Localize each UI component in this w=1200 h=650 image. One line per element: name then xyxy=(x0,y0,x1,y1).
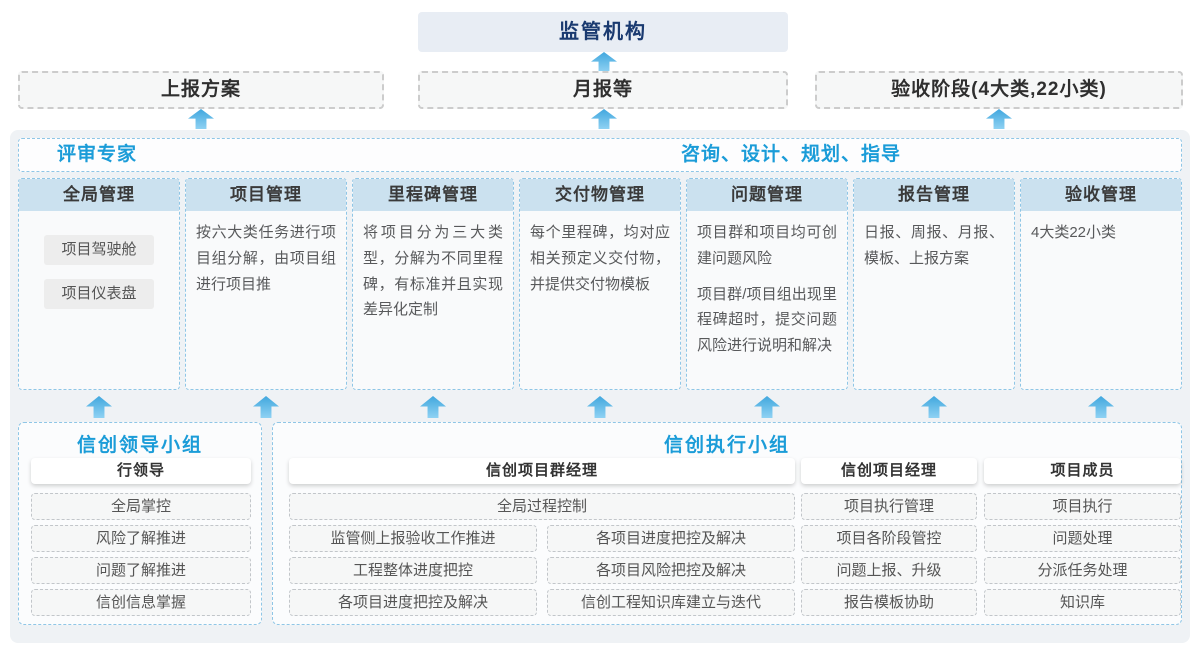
arrow-up-icon xyxy=(921,396,947,418)
arrow-up-icon xyxy=(420,396,446,418)
column-project-mgmt: 项目管理 按六大类任务进行项目组分解，由项目组进行项目推 xyxy=(185,178,347,390)
column-title: 报告管理 xyxy=(854,179,1014,211)
report-box-plan: 上报方案 xyxy=(18,71,384,109)
program-manager-subgroup: 信创项目群经理 全局过程控制 监管侧上报验收工作推进 工程整体进度把控 各项目进… xyxy=(289,423,795,624)
column-body: 项目群和项目均可创建问题风险 项目群/项目组出现里程碑超时，提交问题风险进行说明… xyxy=(687,211,847,368)
column-body: 日报、周报、月报、模板、上报方案 xyxy=(854,211,1014,281)
column-body: 每个里程碑，均对应相关预定义交付物，并提供交付物模板 xyxy=(520,211,680,306)
column-paragraph: 项目群/项目组出现里程碑超时，提交问题风险进行说明和解决 xyxy=(697,285,837,355)
column-body: 4大类22小类 xyxy=(1021,211,1181,255)
list-item: 项目执行 xyxy=(984,493,1181,520)
arrow-up-icon xyxy=(86,396,112,418)
list-item: 项目执行管理 xyxy=(801,493,977,520)
list-item: 知识库 xyxy=(984,589,1181,616)
column-issue-mgmt: 问题管理 项目群和项目均可创建问题风险 项目群/项目组出现里程碑超时，提交问题风… xyxy=(686,178,848,390)
expert-band: 评审专家 咨询、设计、规划、指导 xyxy=(18,138,1182,172)
column-global-mgmt: 全局管理 项目驾驶舱 项目仪表盘 xyxy=(18,178,180,390)
column-report-mgmt: 报告管理 日报、周报、月报、模板、上报方案 xyxy=(853,178,1015,390)
role-header-program-manager: 信创项目群经理 xyxy=(289,458,795,484)
column-body: 将项目分为三大类型，分解为不同里程碑，有标准并且实现差异化定制 xyxy=(353,211,513,332)
list-item: 各项目进度把控及解决 xyxy=(547,525,795,552)
pill-project-cockpit: 项目驾驶舱 xyxy=(44,235,154,265)
arrow-up-icon xyxy=(587,396,613,418)
list-item: 问题上报、升级 xyxy=(801,557,977,584)
column-milestone-mgmt: 里程碑管理 将项目分为三大类型，分解为不同里程碑，有标准并且实现差异化定制 xyxy=(352,178,514,390)
column-acceptance-mgmt: 验收管理 4大类22小类 xyxy=(1020,178,1182,390)
project-manager-subgroup: 信创项目经理 项目执行管理 项目各阶段管控 问题上报、升级 报告模板协助 xyxy=(801,423,977,624)
list-item: 各项目进度把控及解决 xyxy=(289,589,537,616)
leader-group-box: 信创领导小组 行领导 全局掌控 风险了解推进 问题了解推进 信创信息掌握 xyxy=(18,422,262,625)
regulator-box: 监管机构 xyxy=(418,12,788,52)
list-item: 风险了解推进 xyxy=(31,525,251,552)
column-deliverable-mgmt: 交付物管理 每个里程碑，均对应相关预定义交付物，并提供交付物模板 xyxy=(519,178,681,390)
project-member-subgroup: 项目成员 项目执行 问题处理 分派任务处理 知识库 xyxy=(984,423,1181,624)
list-item: 监管侧上报验收工作推进 xyxy=(289,525,537,552)
column-title: 验收管理 xyxy=(1021,179,1181,211)
column-title: 全局管理 xyxy=(19,179,179,211)
list-item: 信创工程知识库建立与迭代 xyxy=(547,589,795,616)
role-header-bank-leader: 行领导 xyxy=(31,458,251,484)
column-title: 项目管理 xyxy=(186,179,346,211)
arrow-up-icon xyxy=(591,52,617,72)
list-item: 报告模板协助 xyxy=(801,589,977,616)
role-header-project-manager: 信创项目经理 xyxy=(801,458,977,484)
list-item: 问题了解推进 xyxy=(31,557,251,584)
arrow-up-icon xyxy=(986,109,1012,129)
list-item: 全局过程控制 xyxy=(289,493,795,520)
column-body: 项目驾驶舱 项目仪表盘 xyxy=(19,211,179,318)
list-item: 信创信息掌握 xyxy=(31,589,251,616)
arrow-up-icon xyxy=(188,109,214,129)
column-paragraph: 按六大类任务进行项目组分解，由项目组进行项目推 xyxy=(196,224,336,293)
column-title: 里程碑管理 xyxy=(353,179,513,211)
column-paragraph: 将项目分为三大类型，分解为不同里程碑，有标准并且实现差异化定制 xyxy=(363,224,503,319)
column-title: 交付物管理 xyxy=(520,179,680,211)
leader-group-title: 信创领导小组 xyxy=(76,435,203,456)
arrow-up-icon xyxy=(1088,396,1114,418)
column-paragraph: 每个里程碑，均对应相关预定义交付物，并提供交付物模板 xyxy=(530,224,670,293)
report-box-monthly: 月报等 xyxy=(418,71,788,109)
list-item: 工程整体进度把控 xyxy=(289,557,537,584)
expert-band-left-label: 评审专家 xyxy=(57,144,138,165)
exec-group-title: 信创执行小组 xyxy=(663,435,790,456)
column-paragraph: 日报、周报、月报、模板、上报方案 xyxy=(864,224,1004,267)
expert-band-right-label: 咨询、设计、规划、指导 xyxy=(681,144,902,165)
list-item: 问题处理 xyxy=(984,525,1181,552)
exec-group-box: 信创执行小组 信创项目群经理 全局过程控制 监管侧上报验收工作推进 工程整体进度… xyxy=(272,422,1182,625)
column-title: 问题管理 xyxy=(687,179,847,211)
column-body: 按六大类任务进行项目组分解，由项目组进行项目推 xyxy=(186,211,346,306)
list-item: 各项目风险把控及解决 xyxy=(547,557,795,584)
arrow-up-icon xyxy=(253,396,279,418)
pill-project-dashboard: 项目仪表盘 xyxy=(44,279,154,309)
list-item: 项目各阶段管控 xyxy=(801,525,977,552)
role-header-project-member: 项目成员 xyxy=(984,458,1181,484)
arrow-up-icon xyxy=(754,396,780,418)
report-box-acceptance: 验收阶段(4大类,22小类) xyxy=(815,71,1183,109)
main-panel: 评审专家 咨询、设计、规划、指导 全局管理 项目驾驶舱 项目仪表盘 项目管理 按… xyxy=(10,130,1190,643)
list-item: 全局掌控 xyxy=(31,493,251,520)
list-item: 分派任务处理 xyxy=(984,557,1181,584)
column-paragraph: 4大类22小类 xyxy=(1031,224,1117,241)
column-paragraph: 项目群和项目均可创建问题风险 xyxy=(697,224,837,267)
arrow-up-icon xyxy=(591,109,617,129)
